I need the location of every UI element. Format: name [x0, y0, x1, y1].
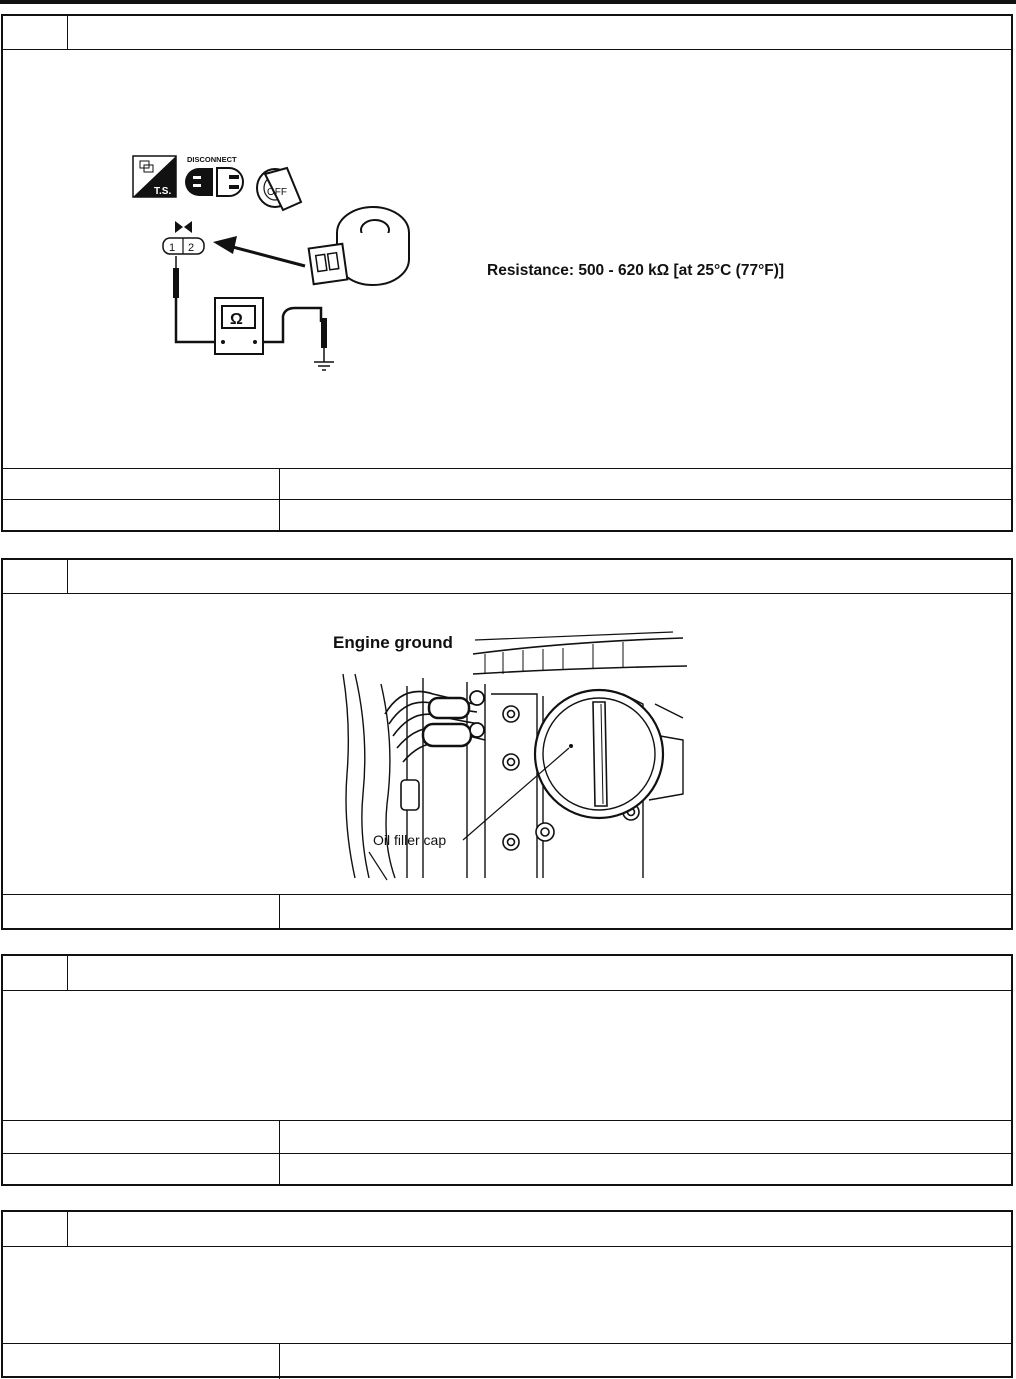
knock-sensor-resistance-diagram: T.S. DISCONNECT OFF — [132, 155, 410, 371]
result-label-cell-2 — [3, 500, 280, 531]
ts-icon: T.S. — [132, 155, 177, 198]
harness-connector: 1 2 — [162, 221, 205, 255]
step-body-3 — [3, 991, 1011, 1120]
step-header-3 — [3, 956, 1011, 991]
step-box-1: T.S. DISCONNECT OFF — [1, 14, 1013, 532]
step-body-4 — [3, 1247, 1011, 1343]
result-row-1 — [3, 468, 1011, 500]
engine-ground-illustration: Engine ground — [333, 631, 688, 881]
result-row-6 — [3, 1343, 1011, 1379]
step-number-cell-2 — [3, 560, 68, 593]
off-label: OFF — [267, 187, 287, 198]
result-label-cell-3 — [3, 895, 280, 929]
oil-filler-cap-label: Oil filler cap — [373, 832, 446, 848]
resistance-spec: Resistance: 500 - 620 kΩ [at 25°C (77°F)… — [487, 262, 785, 279]
engine-ground-label: Engine ground — [333, 633, 453, 652]
result-row-5 — [3, 1153, 1011, 1185]
arrow-icon — [213, 236, 306, 268]
result-label-cell-6 — [3, 1344, 280, 1379]
ohmmeter-icon: Ω — [214, 297, 264, 355]
top-rule — [0, 0, 1016, 4]
result-label-cell-4 — [3, 1121, 280, 1154]
disconnect-label: DISCONNECT — [187, 155, 237, 164]
result-row-4 — [3, 1120, 1011, 1154]
step-number-cell-4 — [3, 1212, 68, 1246]
knock-sensor — [307, 206, 410, 286]
pin-1-label: 1 — [169, 242, 175, 254]
step-body-1: T.S. DISCONNECT OFF — [3, 50, 1011, 468]
result-row-2 — [3, 499, 1011, 531]
step-body-2: Engine ground — [3, 594, 1011, 894]
disconnect-icon: DISCONNECT — [185, 155, 244, 197]
result-label-cell-1 — [3, 469, 280, 500]
step-box-4 — [1, 1210, 1013, 1379]
probe-wiring — [173, 256, 334, 371]
ohm-symbol: Ω — [230, 311, 243, 328]
ts-label: T.S. — [154, 186, 171, 197]
result-label-cell-5 — [3, 1154, 280, 1185]
pin-2-label: 2 — [188, 242, 194, 254]
step-header-1 — [3, 16, 1011, 50]
step-box-3 — [1, 954, 1013, 1186]
step-header-2 — [3, 560, 1011, 594]
step-number-cell-3 — [3, 956, 68, 990]
ignition-off-icon: OFF — [256, 166, 303, 212]
step-number-cell-1 — [3, 16, 68, 49]
step-box-2: Engine ground — [1, 558, 1013, 930]
result-row-3 — [3, 894, 1011, 929]
step-header-4 — [3, 1212, 1011, 1247]
